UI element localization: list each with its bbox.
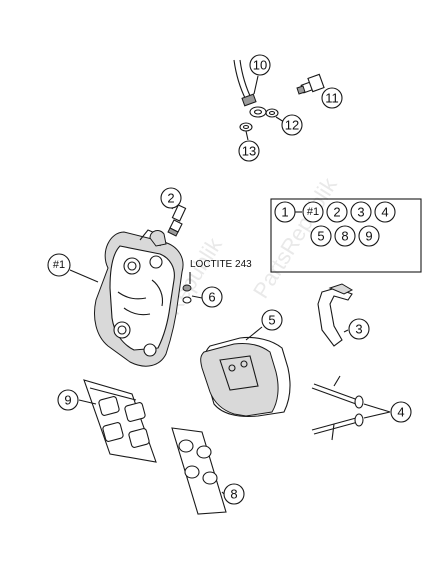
pad-pins-part [311,375,364,441]
piston-set-part [83,379,157,463]
svg-text:4: 4 [397,405,404,420]
svg-text:11: 11 [325,91,339,106]
callout-11: 11 [321,87,343,109]
pad-pin-screws-part [182,284,192,304]
svg-text:2: 2 [167,191,174,206]
banjo-bolt-part [296,73,325,95]
svg-text:8: 8 [341,229,348,244]
svg-text:9: 9 [64,393,71,408]
svg-text:9: 9 [365,229,372,244]
svg-text:3: 3 [357,205,364,220]
seal-set-part [171,427,227,515]
callout-9: 9 [57,389,97,411]
svg-text:10: 10 [253,58,267,73]
kit-item-2: 2 [326,201,348,223]
svg-text:13: 13 [242,144,256,159]
svg-text:1: 1 [281,205,288,220]
callout-3: 3 [343,318,370,340]
kit-item-4: 4 [374,201,396,223]
brake-caliper-part [94,229,184,367]
bleeder-screw-part [167,204,187,237]
callout-6: 6 [191,286,223,308]
brake-pads-part [200,336,291,418]
svg-text:8: 8 [230,487,237,502]
callout-2: 2 [160,187,182,210]
callout-8: 8 [221,483,245,505]
svg-text:5: 5 [268,313,275,328]
callout-12: 12 [275,114,303,136]
brake-line-part [233,59,267,118]
svg-text:4: 4 [381,205,388,220]
callout-13: 13 [238,130,260,162]
kit-item-caliper: #1 [302,201,324,223]
svg-text:12: 12 [285,118,299,133]
svg-text:#1: #1 [53,259,65,271]
kit-item-1: 1 [274,201,296,223]
svg-text:2: 2 [333,205,340,220]
kit-item-9: 9 [358,225,380,247]
washers-part [239,108,279,132]
svg-text:6: 6 [208,290,215,305]
callout-10: 10 [249,54,271,95]
kit-box: 1 #1 2 3 4 5 8 9 [270,198,422,273]
callout-caliper: #1 [47,253,99,283]
pad-spring-part [317,283,354,347]
kit-item-3: 3 [350,201,372,223]
callout-4: 4 [363,401,412,423]
kit-item-8: 8 [334,225,356,247]
svg-text:3: 3 [355,322,362,337]
loctite-note: LOCTITE 243 [190,259,252,270]
svg-text:5: 5 [317,229,324,244]
callout-5: 5 [245,309,283,341]
svg-text:#1: #1 [307,206,319,218]
kit-item-5: 5 [310,225,332,247]
